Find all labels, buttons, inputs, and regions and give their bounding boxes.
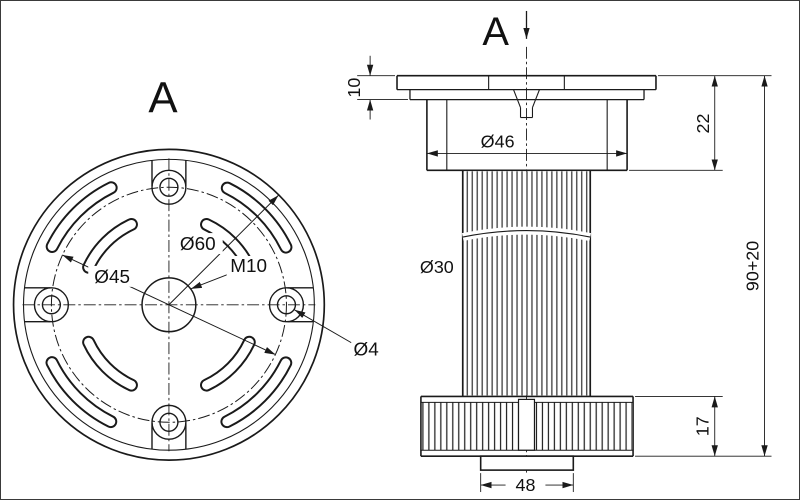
thread-recess — [513, 89, 540, 119]
side-view-dimension-labels: 10 Ø46 22 Ø30 17 90+20 48 — [344, 78, 762, 495]
dim-nut-height: 17 — [693, 416, 713, 436]
dim-bolt-circle-diameter: Ø45 — [94, 267, 130, 288]
mounting-hole-bottom — [151, 404, 187, 450]
foot-base — [479, 455, 575, 471]
leader-hole — [294, 309, 352, 344]
nut-center-window — [517, 398, 536, 451]
dim-column-diameter: Ø30 — [420, 257, 454, 277]
top-view: A — [12, 74, 379, 462]
dim-overall-height: 90+20 — [743, 241, 763, 291]
ribbed-column — [461, 170, 592, 397]
section-arrow-label: A — [482, 10, 509, 54]
dim-outer-diameter: Ø60 — [180, 234, 216, 255]
mounting-hole-right — [268, 287, 314, 323]
mounting-hole-top — [151, 160, 187, 205]
dim-plate-thickness: 10 — [344, 78, 364, 98]
flange-cup-outline — [426, 99, 628, 172]
side-view: A — [344, 10, 772, 495]
top-view-label: A — [148, 74, 178, 123]
dim-base-width: 48 — [516, 475, 536, 495]
dim-flange-diameter: Ø46 — [481, 131, 515, 151]
top-view-dimension-labels: Ø60 Ø45 M10 Ø4 — [88, 233, 379, 361]
top-plate-outline — [396, 74, 657, 101]
thread-size-label: M10 — [230, 256, 267, 277]
dim-flange-height: 22 — [693, 114, 713, 134]
leader-thread — [190, 272, 232, 290]
hole-diameter-label: Ø4 — [354, 340, 379, 361]
adjusting-nut — [420, 395, 634, 457]
